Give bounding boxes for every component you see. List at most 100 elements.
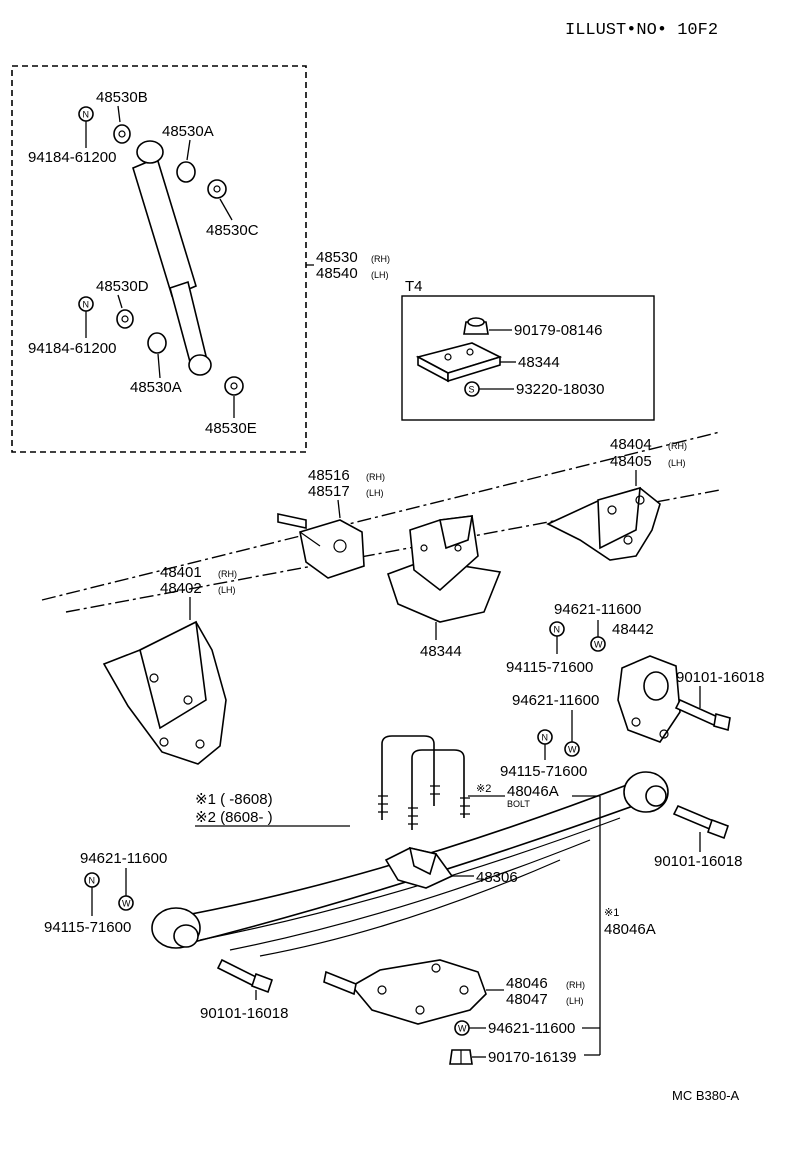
label-48530B: 48530B bbox=[96, 89, 148, 106]
label-94115-71600-rear: 94115-71600 bbox=[44, 919, 131, 936]
label-94115-71600-ubolt: 94115-71600 bbox=[500, 763, 587, 780]
u-bolts bbox=[378, 735, 470, 830]
svg-text:W: W bbox=[594, 640, 603, 650]
label-48517-tag: (LH) bbox=[366, 488, 384, 498]
label-48046: 48046 bbox=[506, 975, 548, 992]
nut-marker-icon: N bbox=[84, 872, 100, 888]
label-48442: 48442 bbox=[612, 621, 654, 638]
spring-seat-48046 bbox=[323, 959, 487, 1025]
shock-lh-label: 48540 bbox=[316, 265, 358, 282]
label-48047: 48047 bbox=[506, 991, 548, 1008]
t4-box bbox=[401, 295, 655, 421]
svg-text:N: N bbox=[83, 110, 90, 120]
label-48530D: 48530D bbox=[96, 278, 149, 295]
svg-text:N: N bbox=[554, 625, 561, 635]
shock-absorber bbox=[132, 140, 212, 376]
t4-plate-48344 bbox=[415, 342, 503, 383]
bracket-48404 bbox=[546, 486, 661, 561]
svg-text:S: S bbox=[469, 385, 475, 395]
label-94621-11600-shackle: 94621-11600 bbox=[554, 601, 641, 618]
svg-text:N: N bbox=[83, 300, 90, 310]
nut-marker-icon: N bbox=[78, 296, 94, 312]
spring-washer-marker-icon: S bbox=[464, 381, 480, 397]
frame-rail-upper bbox=[41, 431, 721, 601]
bushing-48530D bbox=[116, 309, 134, 329]
label-48405-tag: (LH) bbox=[668, 458, 686, 468]
label-90101-16018-front: 90101-16018 bbox=[654, 853, 742, 870]
label-48402: 48402 bbox=[160, 580, 202, 597]
bolt-90101-rear-eye bbox=[216, 958, 274, 994]
spacer-48306 bbox=[384, 846, 454, 889]
bushing-48530B bbox=[113, 124, 131, 144]
label-90101-16018-shackle: 90101-16018 bbox=[676, 669, 764, 686]
note-1: ※1 ( -8608) bbox=[195, 791, 273, 808]
bushing-48530C bbox=[207, 179, 227, 199]
svg-text:N: N bbox=[542, 733, 549, 743]
label-48401-tag: (RH) bbox=[218, 569, 237, 579]
nut-marker-icon: N bbox=[78, 106, 94, 122]
label-90170-16139: 90170-16139 bbox=[488, 1049, 576, 1066]
label-48046A-note-mark-1: ※1 bbox=[604, 907, 619, 919]
nut-90170 bbox=[449, 1049, 473, 1065]
label-48046A-bottom: 48046A bbox=[604, 921, 656, 938]
svg-text:N: N bbox=[89, 876, 96, 886]
shock-lh-tag: (LH) bbox=[371, 270, 389, 280]
label-94115-71600-shackle: 94115-71600 bbox=[506, 659, 593, 676]
label-48046-tag: (RH) bbox=[566, 980, 585, 990]
bolt-90101-shackle bbox=[674, 698, 731, 732]
label-93220-18030: 93220-18030 bbox=[516, 381, 604, 398]
figure-code: MC B380-A bbox=[672, 1088, 740, 1103]
bracket-48516 bbox=[277, 513, 365, 579]
nut-marker-icon: N bbox=[549, 621, 565, 637]
illustration-number: ILLUST•NO• 10F2 bbox=[565, 21, 718, 40]
label-94621-11600-seat: 94621-11600 bbox=[488, 1020, 575, 1037]
label-48530A-bottom: 48530A bbox=[130, 379, 182, 396]
label-48530A-top: 48530A bbox=[162, 123, 214, 140]
label-48516: 48516 bbox=[308, 467, 350, 484]
label-48404-tag: (RH) bbox=[668, 441, 687, 451]
label-48530E: 48530E bbox=[205, 420, 257, 437]
bump-stopper-bracket-48344 bbox=[386, 515, 502, 623]
note-2: ※2 (8608- ) bbox=[195, 809, 273, 826]
label-48516-tag: (RH) bbox=[366, 472, 385, 482]
label-90101-16018-rear: 90101-16018 bbox=[200, 1005, 288, 1022]
label-94621-11600-rear: 94621-11600 bbox=[80, 850, 167, 867]
washer-marker-icon: W bbox=[590, 636, 606, 652]
label-48402-tag: (LH) bbox=[218, 585, 236, 595]
label-48344: 48344 bbox=[420, 643, 462, 660]
label-48530C: 48530C bbox=[206, 222, 259, 239]
label-48046A-top: 48046A bbox=[507, 783, 559, 800]
label-48517: 48517 bbox=[308, 483, 350, 500]
washer-marker-icon: W bbox=[564, 741, 580, 757]
label-94184-61200-bottom: 94184-61200 bbox=[28, 340, 116, 357]
label-94621-11600-ubolt: 94621-11600 bbox=[512, 692, 599, 709]
label-48405: 48405 bbox=[610, 453, 652, 470]
t4-title: T4 bbox=[405, 278, 423, 295]
bolt-90101-front-eye bbox=[672, 804, 730, 840]
washer-marker-icon: W bbox=[118, 895, 134, 911]
label-48306: 48306 bbox=[476, 869, 518, 886]
shock-rh-tag: (RH) bbox=[371, 254, 390, 264]
t4-nut bbox=[463, 317, 489, 335]
svg-text:W: W bbox=[568, 745, 577, 755]
bushing-48530A-top bbox=[176, 161, 196, 183]
shackle-48442 bbox=[617, 655, 681, 743]
label-94184-61200-top: 94184-61200 bbox=[28, 149, 116, 166]
svg-text:W: W bbox=[122, 899, 131, 909]
label-48046A-note-mark: ※2 bbox=[476, 783, 491, 795]
label-90179-08146: 90179-08146 bbox=[514, 322, 602, 339]
nut-marker-icon: N bbox=[537, 729, 553, 745]
label-48344-t4: 48344 bbox=[518, 354, 560, 371]
svg-text:W: W bbox=[458, 1024, 467, 1034]
label-48401: 48401 bbox=[160, 564, 202, 581]
bushing-48530A-bottom bbox=[147, 332, 167, 354]
bushing-48530E bbox=[224, 376, 244, 396]
bracket-48401 bbox=[102, 620, 227, 765]
washer-marker-icon: W bbox=[454, 1020, 470, 1036]
shock-rh-label: 48530 bbox=[316, 249, 358, 266]
label-48404: 48404 bbox=[610, 436, 652, 453]
label-48047-tag: (LH) bbox=[566, 996, 584, 1006]
label-48046A-bolt: BOLT bbox=[507, 799, 530, 809]
